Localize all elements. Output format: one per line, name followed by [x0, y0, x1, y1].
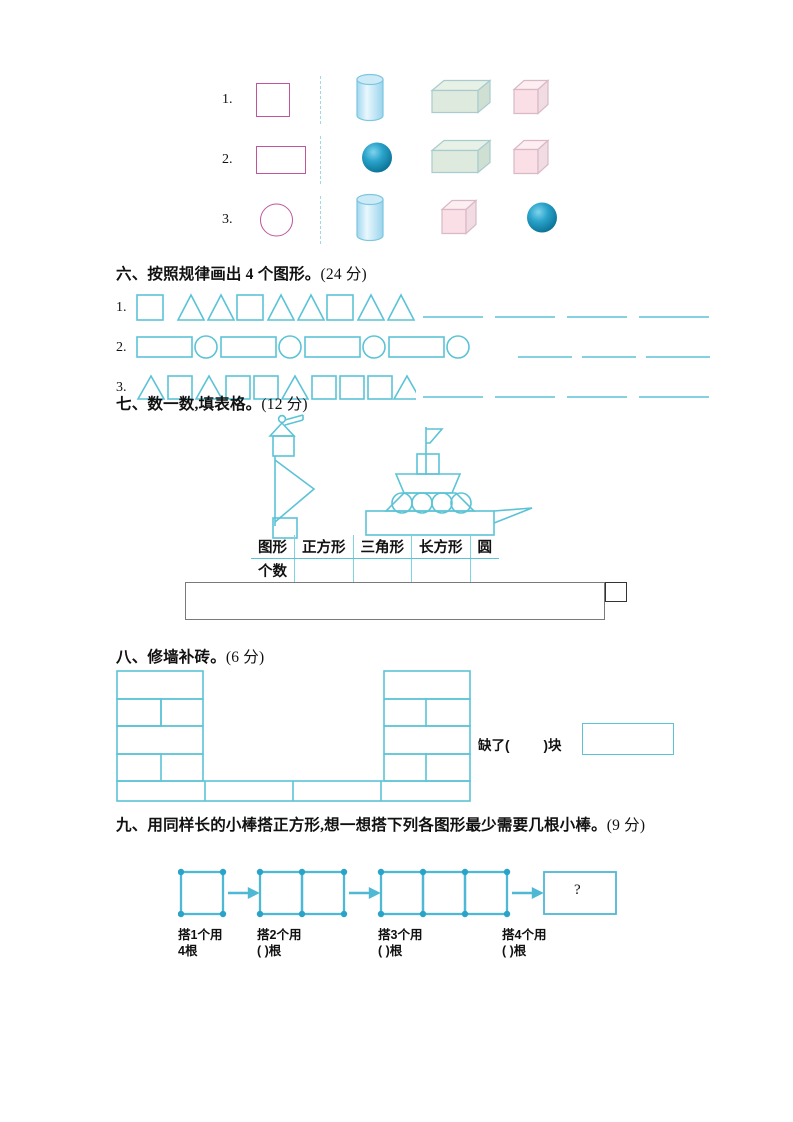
pattern-row-3: 3. [116, 371, 716, 407]
step-caption-1: 搭1个用 4根 [178, 928, 223, 958]
divider-dashed [320, 196, 321, 244]
section-6-title: 六、按照规律画出 4 个图形。(24 分) [116, 266, 367, 283]
pattern-row-label: 1. [116, 300, 127, 315]
table-header-circle: 圆 [469, 535, 499, 559]
solid-sphere[interactable] [360, 141, 394, 180]
pattern-row-label: 3. [116, 380, 127, 395]
count-table: 图形 正方形 三角形 长方形 圆 个数 [251, 535, 499, 582]
wide-answer-box-tab[interactable] [605, 582, 627, 602]
step-caption-4: 搭4个用 ( )根 [502, 928, 547, 958]
pattern-shapes[interactable] [136, 371, 422, 406]
section-9: 九、用同样长的小棒搭正方形,想一想搭下列各图形最少需要几根小棒。(9 分) [116, 815, 716, 958]
pattern-shapes[interactable] [136, 331, 506, 366]
table-cell-triangle[interactable] [352, 558, 412, 582]
table-header-square: 正方形 [294, 535, 353, 559]
flagpole-figure [256, 414, 336, 544]
solid-cuboid[interactable] [430, 137, 492, 184]
match-row: 3. [0, 190, 793, 250]
table-cell-square[interactable] [294, 558, 353, 582]
matchstick-sequence: ? [177, 867, 618, 928]
solid-cube[interactable] [440, 197, 478, 244]
tank-figure [364, 425, 539, 542]
match-row: 1. [0, 70, 793, 130]
pattern-shapes[interactable] [136, 291, 416, 326]
pattern-row-2: 2. [116, 331, 716, 367]
section-7-title: 七、数一数,填表格。(12 分) [116, 396, 308, 413]
wide-answer-box[interactable] [185, 582, 605, 620]
brick-wall-figure [116, 670, 476, 807]
divider-dashed [320, 76, 321, 124]
section-9-title: 九、用同样长的小棒搭正方形,想一想搭下列各图形最少需要几根小棒。(9 分) [116, 817, 646, 834]
pattern-row-1: 1. [116, 291, 716, 327]
row-index: 2. [222, 152, 233, 167]
answer-blanks[interactable] [516, 331, 712, 366]
flat-shape-square[interactable] [256, 83, 290, 117]
missing-count-answer-box[interactable] [582, 723, 674, 755]
match-row: 2. [0, 130, 793, 190]
step-caption-3: 搭3个用 ( )根 [378, 928, 423, 958]
solid-cube[interactable] [512, 137, 550, 184]
table-header-shape: 图形 [251, 535, 295, 559]
solid-sphere[interactable] [525, 201, 559, 240]
table-value-row: 个数 [251, 558, 499, 582]
answer-blanks[interactable] [421, 371, 711, 406]
table-header-row: 图形 正方形 三角形 长方形 圆 [251, 535, 499, 559]
section-8: 八、修墙补砖。(6 分) [116, 645, 716, 802]
table-cell-circle[interactable] [469, 558, 499, 582]
solid-cuboid[interactable] [430, 77, 492, 124]
row-index: 1. [222, 92, 233, 107]
pattern-row-label: 2. [116, 340, 127, 355]
solid-cylinder[interactable] [355, 192, 385, 249]
missing-count-label: 缺了()块 [478, 738, 562, 753]
solid-cylinder[interactable] [355, 72, 385, 129]
question-mark-label: ? [574, 882, 581, 898]
row-index: 3. [222, 212, 233, 227]
section-6: 六、按照规律画出 4 个图形。(24 分) 1. [116, 262, 716, 407]
table-header-triangle: 三角形 [352, 535, 412, 559]
step-caption-2: 搭2个用 ( )根 [257, 928, 302, 958]
section-7: 七、数一数,填表格。(12 分) [116, 392, 716, 620]
solid-cube[interactable] [512, 77, 550, 124]
flat-shape-rectangle[interactable] [256, 146, 306, 174]
section-8-title: 八、修墙补砖。(6 分) [116, 649, 265, 666]
answer-blanks[interactable] [421, 291, 711, 326]
table-cell-rectangle[interactable] [411, 558, 470, 582]
divider-dashed [320, 136, 321, 184]
table-header-rectangle: 长方形 [411, 535, 470, 559]
shape-matching-block: 1. [0, 70, 793, 255]
table-row-label: 个数 [258, 564, 287, 580]
flat-shape-circle[interactable] [260, 203, 293, 237]
